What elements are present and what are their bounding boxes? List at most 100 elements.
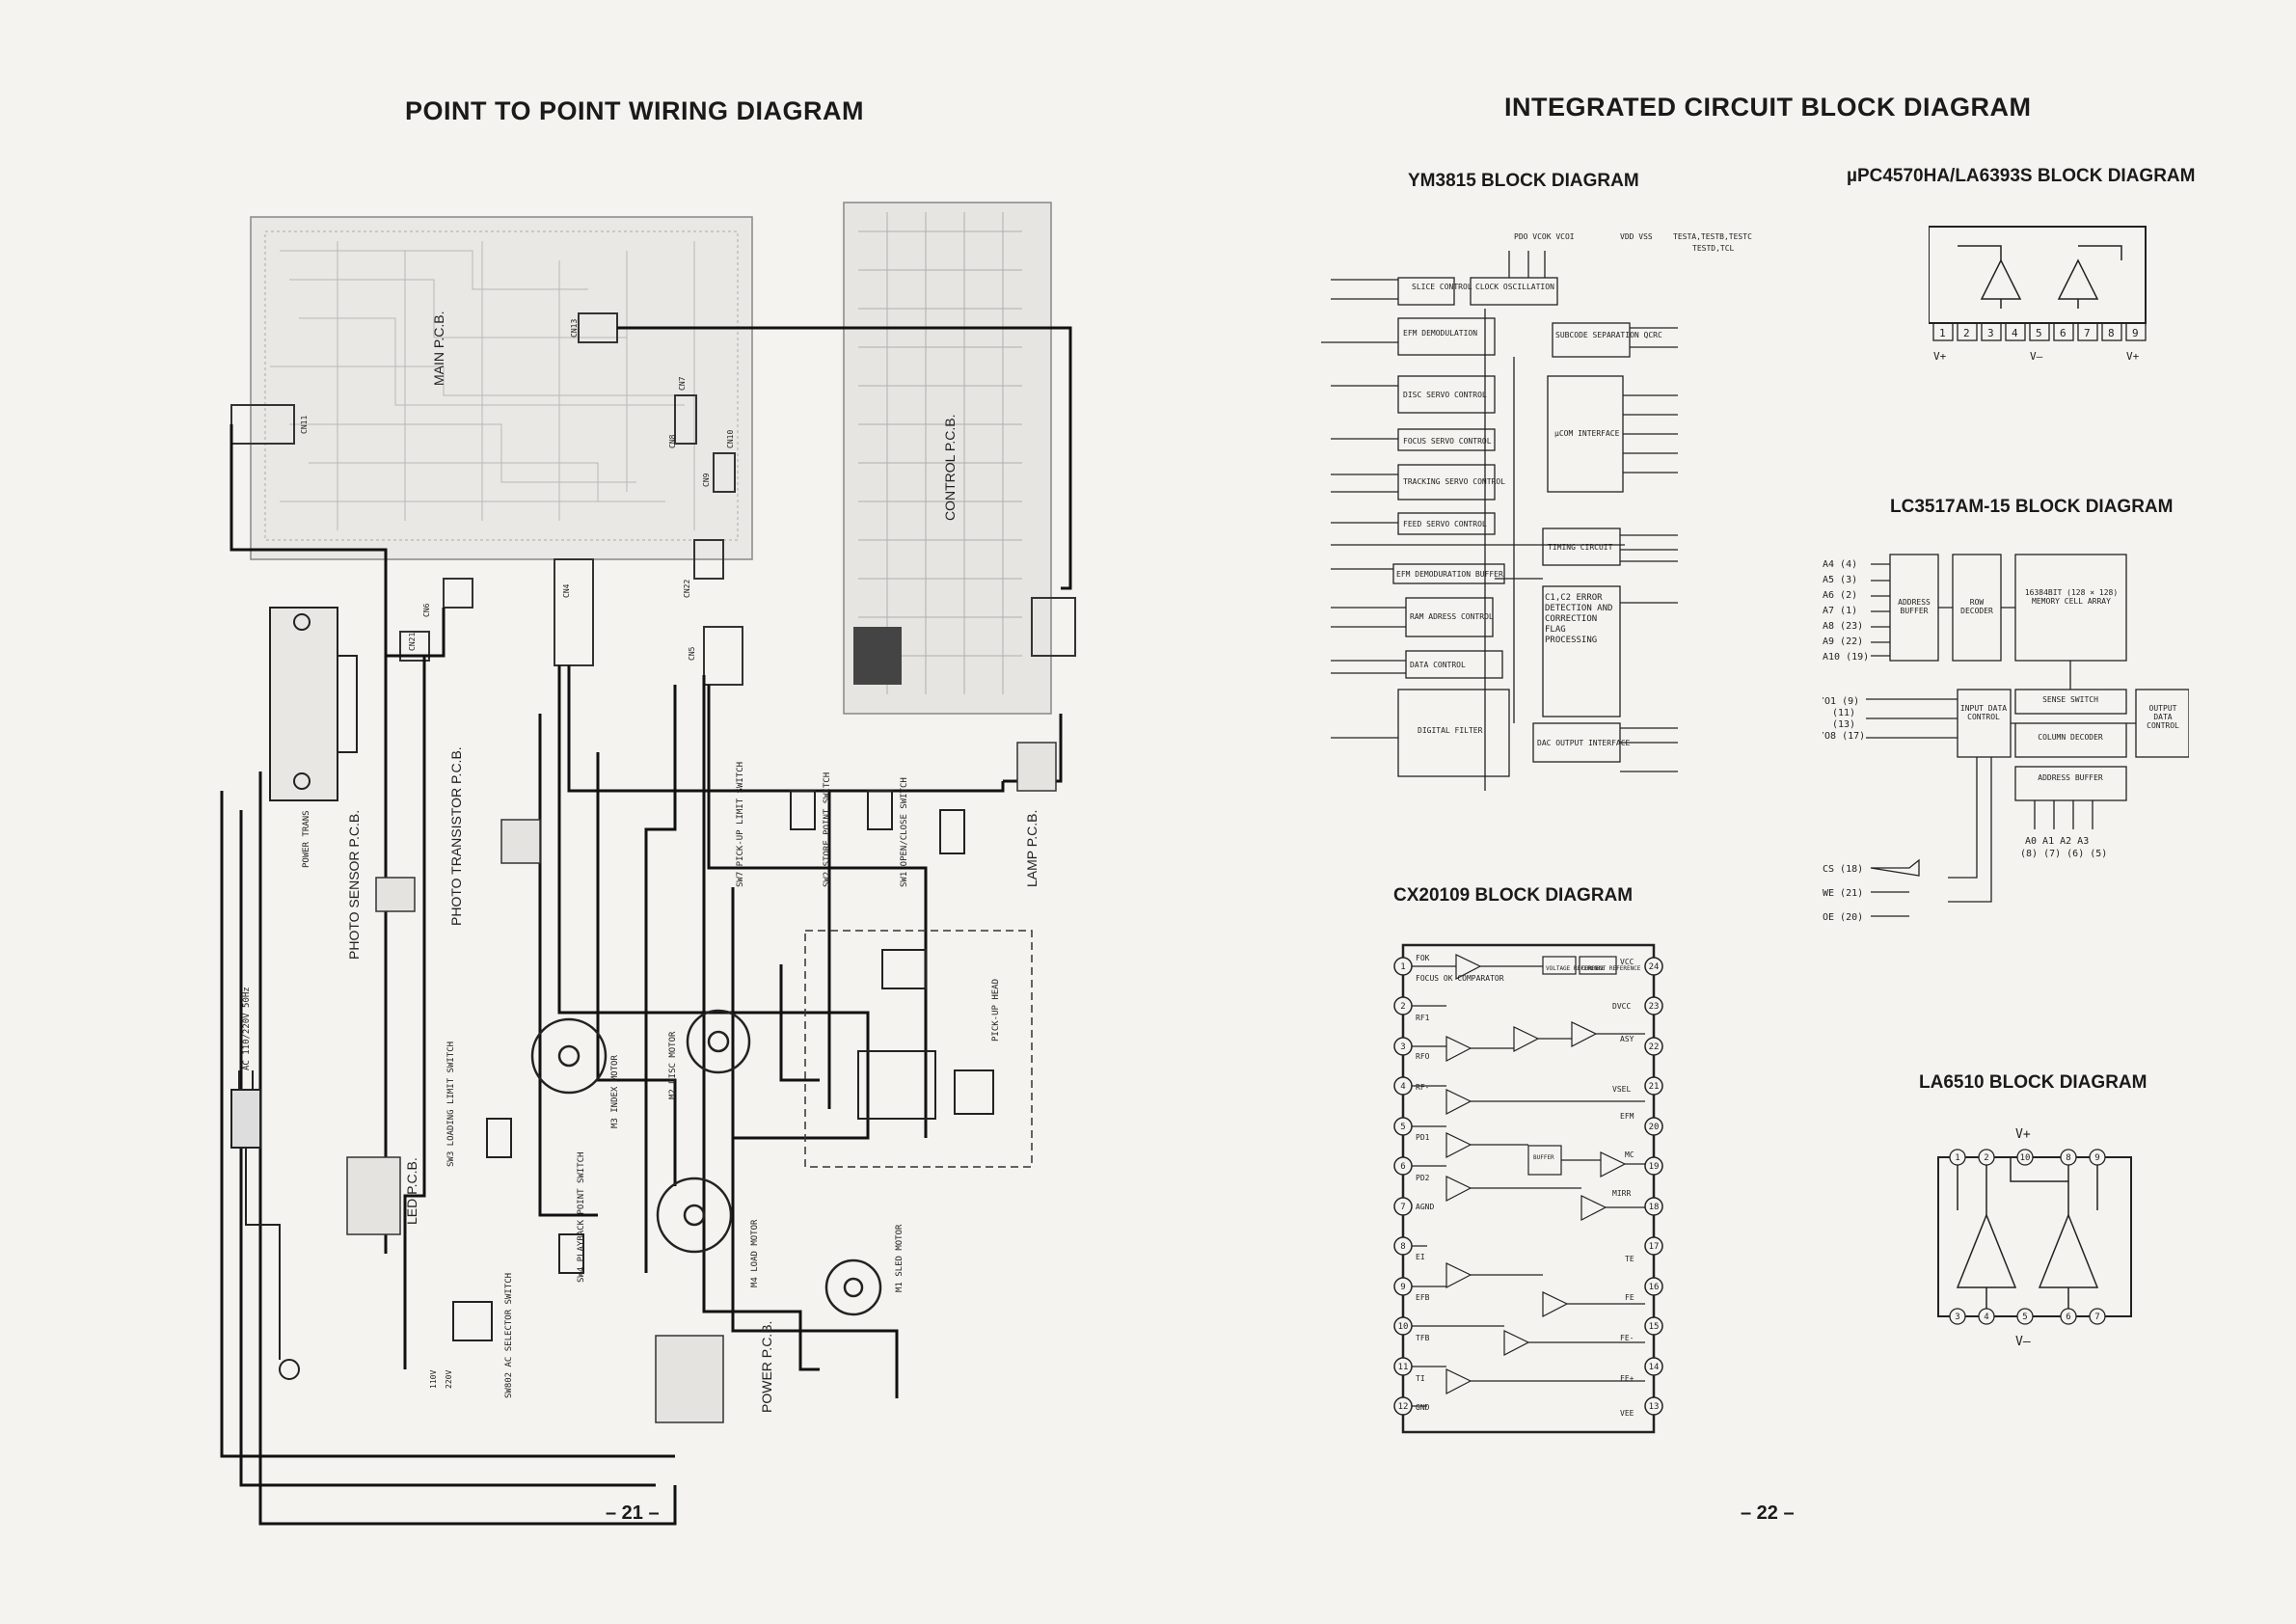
ym-slice-block: SLICE CONTROL xyxy=(1412,283,1472,291)
svg-text:4: 4 xyxy=(1400,1082,1405,1092)
upc-pin-6: 6 xyxy=(2060,327,2066,339)
cx-pin-asy: ASY xyxy=(1620,1035,1634,1043)
upc-pin-5: 5 xyxy=(2036,327,2042,339)
sw1-label: SW1 OPEN/CLOSE SWITCH xyxy=(900,777,909,887)
svg-text:12: 12 xyxy=(1398,1402,1409,1412)
ym-timing-block: TIMING CIRCUIT xyxy=(1548,543,1613,552)
upc-pin-8: 8 xyxy=(2108,327,2115,339)
cx-current-ref: CURRENT REFERENCE xyxy=(1581,965,1641,972)
lc-bottom-addr: A0 A1 A2 A3 xyxy=(2025,836,2089,847)
lc-input-data-block: INPUT DATA CONTROL xyxy=(1959,704,2008,721)
cx-focus-ok-comp: FOCUS OK COMPARATOR xyxy=(1416,974,1504,983)
svg-text:11: 11 xyxy=(1398,1363,1409,1372)
svg-text:22: 22 xyxy=(1649,1042,1660,1052)
svg-text:17: 17 xyxy=(1649,1242,1660,1252)
cx-pin-rf1: RF1 xyxy=(1416,1014,1430,1022)
svg-text:24: 24 xyxy=(1649,962,1660,972)
svg-text:16: 16 xyxy=(1649,1283,1660,1292)
cx20109-title: CX20109 BLOCK DIAGRAM xyxy=(1393,885,1634,906)
photo-transistor-pcb-label: PHOTO TRANSISTOR P.C.B. xyxy=(448,746,464,926)
ac-plug xyxy=(230,1070,300,1380)
la-pin-5: 5 xyxy=(2022,1313,2027,1322)
lc-memory-block: 16384BIT (128 × 128) MEMORY CELL ARRAY xyxy=(2024,588,2119,606)
connector-group xyxy=(230,312,1076,686)
cx-pin-efb: EFB xyxy=(1416,1293,1430,1302)
la-pin-1: 1 xyxy=(1955,1153,1959,1163)
power-trans-label: POWER TRANS xyxy=(302,810,311,868)
lc-addr-a6: A6 (2) xyxy=(1823,590,1857,601)
cn4-label: CN4 xyxy=(562,583,571,598)
lc-addr-buffer-block: ADDRESS BUFFER xyxy=(1898,598,1931,615)
lc-addr-a9: A9 (22) xyxy=(1823,636,1863,647)
lc-addr-a5: A5 (3) xyxy=(1823,575,1857,585)
ym-efm-demod-block: EFM DEMODULATION xyxy=(1403,329,1477,338)
power-pcb-label: POWER P.C.B. xyxy=(759,1321,774,1413)
upc-pin-1: 1 xyxy=(1939,327,1946,339)
svg-text:14: 14 xyxy=(1649,1363,1660,1372)
svg-text:20: 20 xyxy=(1649,1123,1660,1132)
cn6-label: CN6 xyxy=(422,603,431,617)
cx-pin-agnd: AGND xyxy=(1416,1203,1434,1211)
ym-efm-buffer-block: EFM DEMODURATION BUFFER xyxy=(1396,570,1503,579)
ym-ucom-block: µCOM INTERFACE xyxy=(1554,429,1620,438)
cx-pin-vee: VEE xyxy=(1620,1409,1634,1418)
cx-internal xyxy=(1412,954,1645,1407)
upc-pin-3: 3 xyxy=(1987,327,1994,339)
page-number-right: – 22 – xyxy=(1741,1502,1795,1524)
lc-output-data-block: OUTPUT DATA CONTROL xyxy=(2147,704,2179,730)
lc-addr-a4: A4 (4) xyxy=(1823,559,1857,570)
cx-pin-pd1: PD1 xyxy=(1416,1133,1430,1142)
lc-addr-a7: A7 (1) xyxy=(1823,606,1857,616)
svg-text:9: 9 xyxy=(1400,1283,1405,1292)
la-pin-8: 8 xyxy=(2066,1153,2070,1163)
ym3815-diagram: PDO VCOK VCOI VDD VSS TESTA,TESTB,TESTC … xyxy=(1321,232,1752,791)
control-pcb-board: CONTROL P.C.B. xyxy=(843,202,1052,715)
lc-io-13: (13) xyxy=(1832,719,1855,730)
cx-pin-fok: FOK xyxy=(1416,954,1430,962)
svg-text:18: 18 xyxy=(1649,1203,1660,1212)
la-pin-3: 3 xyxy=(1955,1313,1959,1322)
upc4570-title: µPC4570HA/LA6393S BLOCK DIAGRAM xyxy=(1847,166,2196,186)
svg-text:3: 3 xyxy=(1400,1042,1405,1052)
lc-oe: OE (20) xyxy=(1823,912,1863,923)
ym-digital-filter-block: DIGITAL FILTER xyxy=(1418,726,1483,735)
cx20109-diagram: 1 2 3 4 5 6 7 8 9 10 11 12 24 23 22 21 2… xyxy=(1393,943,1663,1434)
sw802-label: SW802 AC SELECTOR SWITCH xyxy=(504,1273,514,1398)
sw2-label: SW2 STORE POINT SWITCH xyxy=(823,772,832,887)
cn11-label: CN11 xyxy=(300,416,309,434)
la-pin-2: 2 xyxy=(1984,1153,1988,1163)
cx-pin-numbers: 1 2 3 4 5 6 7 8 9 10 11 12 24 23 22 21 2… xyxy=(1398,962,1660,1412)
cx-pin-rf-minus: RF- xyxy=(1416,1083,1429,1092)
ym-ram-addr-block: RAM ADRESS CONTROL xyxy=(1410,612,1494,621)
upc-vplus: V+ xyxy=(1933,350,1947,363)
cx-pin-gnd: GND xyxy=(1416,1403,1430,1412)
cx-pin-mirr: MIRR xyxy=(1612,1189,1631,1198)
ym3815-top-pins-c: TESTA,TESTB,TESTC xyxy=(1673,232,1752,241)
cn22-label: CN22 xyxy=(683,580,691,598)
cn5-label: CN5 xyxy=(688,646,696,661)
cx-pin-rfo: RFO xyxy=(1416,1052,1430,1061)
upc-vplus-2: V+ xyxy=(2126,350,2140,363)
lc-cs: CS (18) xyxy=(1823,864,1863,875)
svg-text:2: 2 xyxy=(1400,1002,1405,1012)
svg-text:13: 13 xyxy=(1649,1402,1660,1412)
upc4570-diagram: 1 2 3 4 5 6 7 8 9 V+ V– V+ xyxy=(1929,226,2147,363)
cx-pin-ei: EI xyxy=(1416,1253,1425,1261)
lc-io-11: (11) xyxy=(1832,708,1855,718)
page-number-left: – 21 – xyxy=(606,1502,660,1524)
lc-addr-a8: A8 (23) xyxy=(1823,621,1863,632)
upc-pin-9: 9 xyxy=(2132,327,2139,339)
la-pin-10: 10 xyxy=(2020,1153,2031,1163)
ym-disc-servo-block: DISC SERVO CONTROL xyxy=(1403,391,1487,399)
sw7-label: SW7 PICK-UP LIMIT SWITCH xyxy=(736,762,745,887)
sw3-label: SW3 LOADING LIMIT SWITCH xyxy=(446,1042,456,1167)
ym-error-block: C1,C2 ERROR DETECTION AND CORRECTION FLA… xyxy=(1545,593,1613,645)
svg-text:1: 1 xyxy=(1400,962,1405,972)
m4-label: M4 LOAD MOTOR xyxy=(750,1219,760,1287)
wiring-diagram-title: POINT TO POINT WIRING DIAGRAM xyxy=(405,96,864,125)
upc-vminus: V– xyxy=(2030,350,2043,363)
v110-label: 110V xyxy=(429,1370,438,1389)
upc-pin-7: 7 xyxy=(2084,327,2091,339)
svg-text:8: 8 xyxy=(1400,1242,1405,1252)
svg-text:5: 5 xyxy=(1400,1123,1405,1132)
